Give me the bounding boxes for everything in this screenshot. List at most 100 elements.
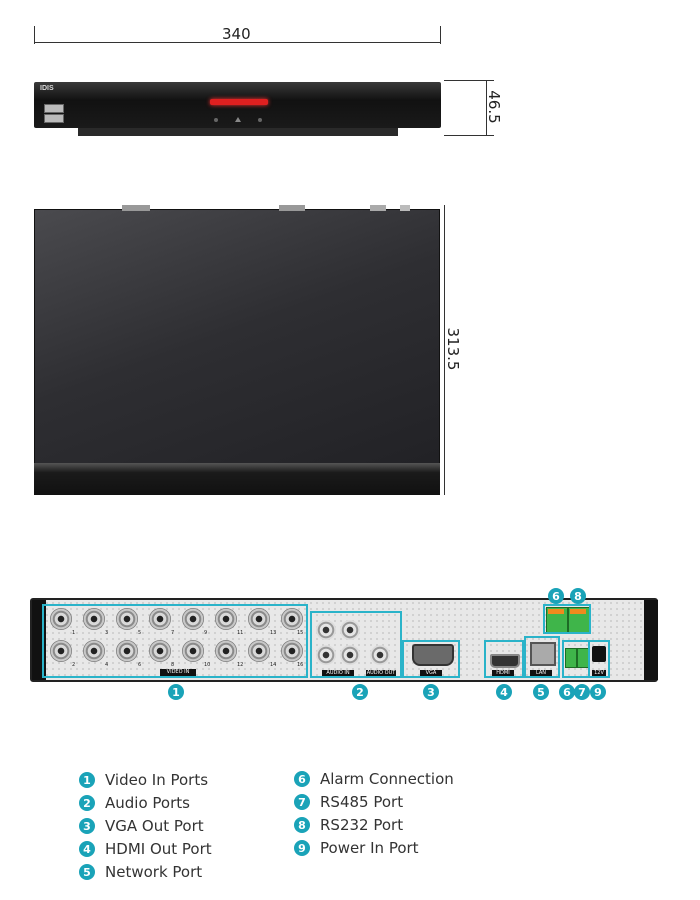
bnc-number: 3 <box>105 630 109 636</box>
bnc-connector <box>50 640 72 662</box>
legend-item: 1 Video In Ports <box>79 771 208 789</box>
bnc-number: 16 <box>297 662 304 668</box>
legend-badge: 4 <box>79 841 95 857</box>
marker-badge: 5 <box>533 684 549 700</box>
bnc-number: 6 <box>138 662 142 668</box>
power-label: 12V <box>592 670 606 677</box>
bnc-connector <box>215 608 237 630</box>
legend-badge: 3 <box>79 818 95 834</box>
bnc-number: 13 <box>270 630 277 636</box>
bnc-number: 1 <box>72 630 76 636</box>
bnc-number: 7 <box>171 630 175 636</box>
marker-badge: 3 <box>423 684 439 700</box>
legend-badge: 1 <box>79 772 95 788</box>
legend-label: RS485 Port <box>320 793 404 811</box>
audio-out-label: AUDIO OUT <box>366 670 396 677</box>
bnc-connector <box>248 608 270 630</box>
marker-badge: 4 <box>496 684 512 700</box>
legend-label: Network Port <box>105 863 203 881</box>
top-view <box>34 205 440 495</box>
rca-connector <box>316 645 336 665</box>
hdmi-label: HDMI <box>492 670 514 677</box>
bnc-connector <box>182 640 204 662</box>
rs485-highlight <box>562 640 590 678</box>
rca-connector <box>340 620 360 640</box>
bnc-connector <box>50 608 72 630</box>
legend-badge: 2 <box>79 795 95 811</box>
bnc-connector <box>281 640 303 662</box>
audio-ports-highlight <box>310 611 402 678</box>
vga-label: VGA <box>420 670 442 677</box>
bnc-connector <box>149 608 171 630</box>
hdmi-connector <box>490 654 520 668</box>
usb-port-icon <box>44 114 64 123</box>
legend-item: 2 Audio Ports <box>79 794 190 812</box>
legend-item: 3 VGA Out Port <box>79 817 204 835</box>
legend-badge: 6 <box>294 771 310 787</box>
hdmi-highlight <box>484 640 524 678</box>
marker-badge: 1 <box>168 684 184 700</box>
bnc-connector <box>248 640 270 662</box>
status-led-bar <box>210 99 268 105</box>
marker-badge: 8 <box>570 588 586 604</box>
legend-label: HDMI Out Port <box>105 840 212 858</box>
rca-connector <box>340 645 360 665</box>
bnc-connector <box>83 608 105 630</box>
bnc-number: 14 <box>270 662 277 668</box>
marker-badge: 9 <box>590 684 606 700</box>
legend-item: 4 HDMI Out Port <box>79 840 212 858</box>
legend-badge: 7 <box>294 794 310 810</box>
width-value: 340 <box>222 25 251 43</box>
audio-in-label: AUDIO IN <box>322 670 354 677</box>
power-connector <box>592 646 606 662</box>
bnc-number: 11 <box>237 630 244 636</box>
legend-item: 8 RS232 Port <box>294 816 403 834</box>
bnc-connector <box>149 640 171 662</box>
legend-label: Video In Ports <box>105 771 209 789</box>
front-view: IDIS <box>34 82 441 136</box>
legend-label: Alarm Connection <box>320 770 454 788</box>
lan-label: LAN <box>530 670 552 677</box>
bnc-connector <box>281 608 303 630</box>
bnc-number: 9 <box>204 630 208 636</box>
usb-port-icon <box>44 104 64 113</box>
lan-connector <box>530 642 556 666</box>
legend-label: RS232 Port <box>320 816 404 834</box>
marker-badge: 6 <box>559 684 575 700</box>
bnc-number: 15 <box>297 630 304 636</box>
rca-connector <box>316 620 336 640</box>
indicator-dot <box>258 118 262 122</box>
brand-logo: IDIS <box>40 85 54 92</box>
legend-badge: 5 <box>79 864 95 880</box>
legend-label: VGA Out Port <box>105 817 204 835</box>
bnc-connector <box>116 608 138 630</box>
depth-value: 313.5 <box>444 327 462 371</box>
bnc-number: 12 <box>237 662 244 668</box>
indicator-dot <box>214 118 218 122</box>
legend-label: Audio Ports <box>105 794 190 812</box>
bnc-connector <box>116 640 138 662</box>
marker-badge: 6 <box>548 588 564 604</box>
lan-highlight <box>524 636 560 678</box>
legend-item: 6 Alarm Connection <box>294 770 454 788</box>
legend-label: Power In Port <box>320 839 419 857</box>
bnc-number: 10 <box>204 662 211 668</box>
legend-item: 9 Power In Port <box>294 839 419 857</box>
legend-item: 7 RS485 Port <box>294 793 403 811</box>
video-in-highlight <box>42 604 308 678</box>
triangle-indicator-icon <box>235 117 241 122</box>
bnc-number: 5 <box>138 630 142 636</box>
bnc-connector <box>182 608 204 630</box>
marker-badge: 7 <box>574 684 590 700</box>
legend-badge: 8 <box>294 817 310 833</box>
bnc-number: 4 <box>105 662 109 668</box>
terminal-block <box>565 648 577 668</box>
bnc-connector <box>83 640 105 662</box>
vga-connector <box>412 644 454 666</box>
terminal-highlight <box>543 604 591 634</box>
bnc-number: 2 <box>72 662 76 668</box>
vga-highlight <box>402 640 460 678</box>
legend-badge: 9 <box>294 840 310 856</box>
bnc-connector <box>215 640 237 662</box>
height-value: 46.5 <box>485 90 503 124</box>
